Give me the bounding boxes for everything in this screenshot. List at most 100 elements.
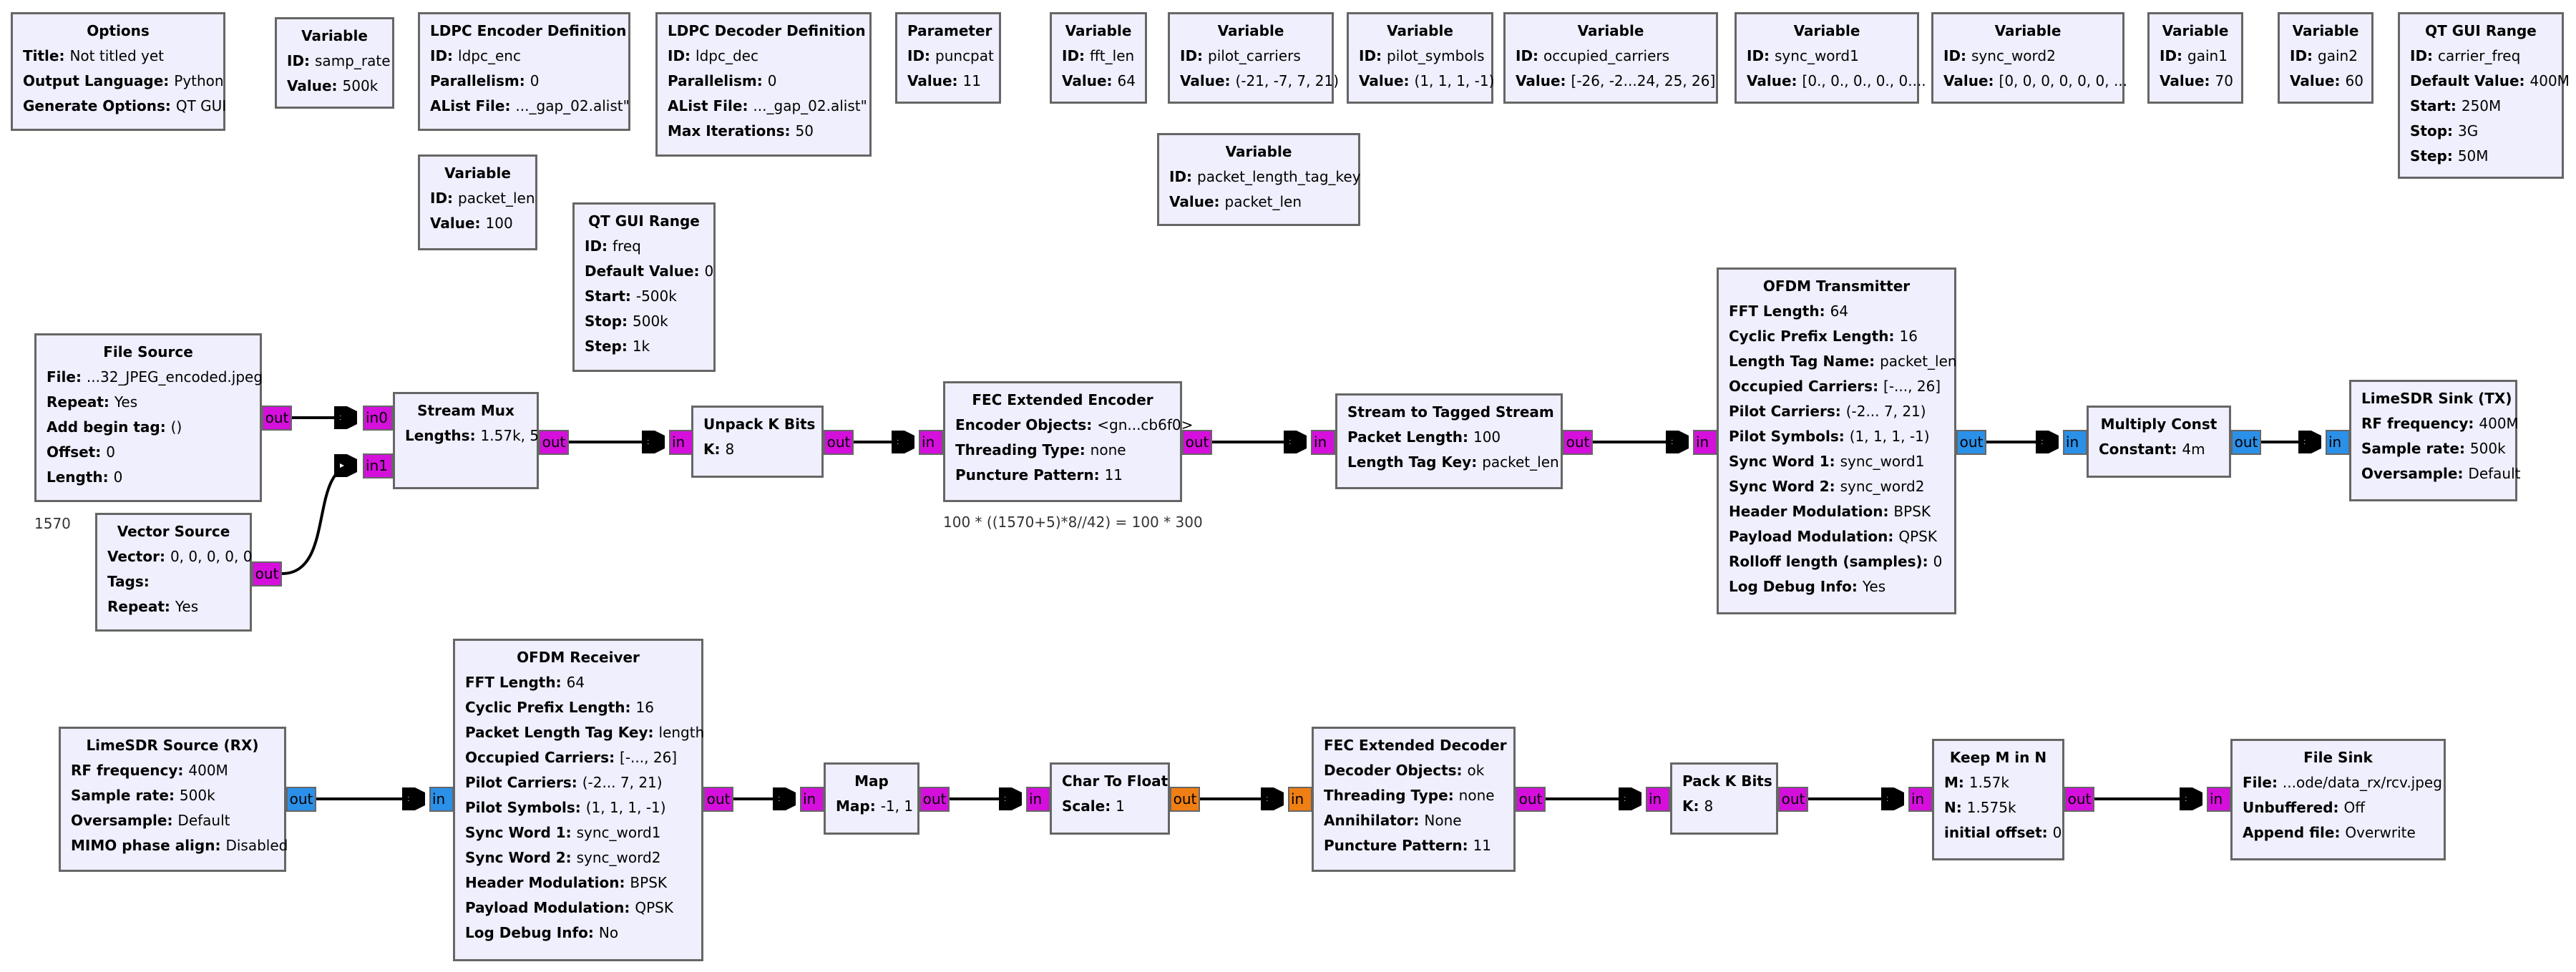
s2t-in-port[interactable]: in [1311, 430, 1335, 455]
fec-decoder-in-port[interactable]: in [1288, 787, 1312, 812]
block-param-row: Value: 100 [430, 211, 525, 236]
block-param-row: Header Modulation: BPSK [465, 870, 691, 895]
param-separator: : [2427, 47, 2439, 64]
block-param-row: Packet Length Tag Key: length [465, 720, 704, 745]
param-value: QPSK [1898, 528, 1937, 545]
keep-in-port[interactable]: in [1908, 787, 1933, 812]
param-value: Not titled yet [69, 47, 164, 64]
fec-encoder-out-port[interactable]: out [1182, 430, 1212, 455]
pack-out-port[interactable]: out [1778, 787, 1808, 812]
param-value: 500k [633, 313, 668, 330]
param-value: 0 [106, 443, 115, 461]
block-param-row: Start: -500k [585, 284, 703, 309]
stream-mux-out-port[interactable]: out [539, 430, 569, 455]
c2f-in-port[interactable]: in [1026, 787, 1050, 812]
map-out-port[interactable]: out [919, 787, 950, 812]
multiply-out-port[interactable]: out [2231, 430, 2261, 455]
block-title: FEC Extended Decoder [1324, 737, 1507, 754]
vector-source-out-port[interactable]: out [252, 561, 282, 586]
param-separator: : [2457, 465, 2469, 482]
block-param-row: Payload Modulation: QPSK [465, 895, 691, 921]
file-sink-in-port[interactable]: in [2207, 787, 2231, 812]
ofdm-tx-out-port[interactable]: out [1956, 430, 1986, 455]
stream-mux-in0-port[interactable]: in0 [363, 406, 393, 431]
param-key: Parallelism [668, 72, 757, 89]
pack-in-port[interactable]: in [1646, 787, 1670, 812]
unpack-out-port[interactable]: out [824, 430, 854, 455]
unpack-in-port[interactable]: in [669, 430, 693, 455]
file-source-out-port[interactable]: out [262, 406, 292, 431]
block-param-row: Tags: [107, 569, 240, 594]
stream-mux-in1-port[interactable]: in1 [363, 453, 393, 478]
param-value: 1k [632, 338, 650, 355]
keep-out-port[interactable]: out [2064, 787, 2094, 812]
param-key: Encoder Objects [955, 416, 1087, 433]
block-param-row: Value: (1, 1, 1, -1) [1359, 69, 1494, 94]
param-key: Pilot Carriers [1729, 403, 1835, 420]
param-value: 100 [485, 215, 513, 232]
param-separator: : [2334, 824, 2346, 841]
param-separator: : [474, 215, 486, 232]
block-title: Variable [1217, 22, 1284, 39]
fec-encoder-in-port[interactable]: in [919, 430, 943, 455]
ofdm-tx-in-port[interactable]: in [1693, 430, 1717, 455]
s2t-out-port[interactable]: out [1563, 430, 1593, 455]
block-param-row: Start: 250M [2410, 94, 2552, 119]
ofdm-rx-out-port[interactable]: out [703, 787, 733, 812]
map-in-port[interactable]: in [800, 787, 824, 812]
param-key: Header Modulation [1729, 503, 1883, 520]
param-separator: : [756, 72, 768, 89]
param-key: Header Modulation [465, 874, 620, 891]
param-value: BPSK [630, 874, 668, 891]
param-separator: : [555, 674, 567, 691]
ofdm-rx-in-port[interactable]: in [429, 787, 454, 812]
param-key: Output Language [23, 72, 164, 89]
block-param-row: Annihilator: None [1324, 808, 1503, 833]
lime-source-out-port[interactable]: out [286, 787, 316, 812]
lime-sink-in-port[interactable]: in [2326, 430, 2350, 455]
multiply-in-port[interactable]: in [2063, 430, 2087, 455]
fec-decoder-out-port[interactable]: out [1516, 787, 1546, 812]
c2f-out-port[interactable]: out [1170, 787, 1200, 812]
block-param-row: FFT Length: 64 [465, 670, 691, 695]
block-param-row: Payload Modulation: QPSK [1729, 524, 1944, 549]
param-value: 400M [2479, 415, 2519, 432]
param-key: File [2243, 774, 2272, 791]
block-param-row: ID: packet_length_tag_key [1169, 165, 1361, 190]
